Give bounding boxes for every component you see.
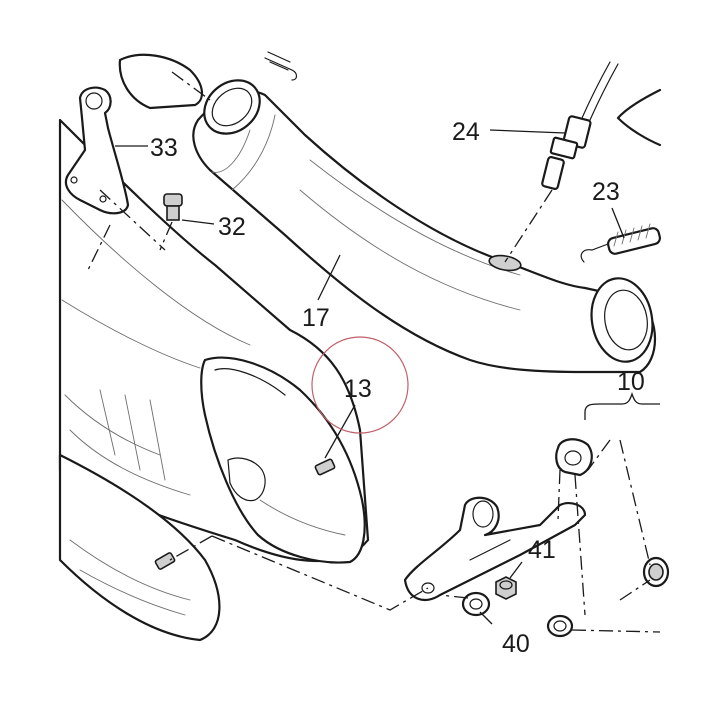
silencer-tail [58, 453, 221, 642]
lambda-sensor [541, 61, 619, 190]
bushing [546, 614, 574, 638]
shield-screw [314, 458, 336, 476]
frame-fragment [616, 88, 662, 147]
tail-screw [154, 552, 176, 570]
callout-17: 17 [302, 304, 330, 332]
washer [461, 591, 491, 617]
hanger-bracket [64, 86, 130, 215]
callout-23: 23 [592, 178, 620, 206]
callout-41: 41 [528, 536, 556, 564]
callout-24: 24 [452, 118, 480, 146]
exhaust-pipe [192, 79, 657, 374]
callout-10: 10 [617, 368, 645, 396]
leader-lines [115, 129, 625, 625]
highlight-circle [311, 336, 409, 434]
callout-33: 33 [150, 134, 178, 162]
callout-40: 40 [502, 630, 530, 658]
callout-13: 13 [344, 375, 372, 403]
top-spring [264, 51, 298, 81]
assembly-lines [87, 71, 661, 633]
bolt [163, 193, 183, 221]
rubber-grommet [555, 438, 593, 477]
nut [495, 576, 517, 600]
heat-shield [200, 356, 366, 564]
mount-bracket [403, 496, 587, 602]
callout-32: 32 [218, 213, 246, 241]
group-brace [584, 391, 660, 413]
pipe-stub [118, 53, 203, 110]
